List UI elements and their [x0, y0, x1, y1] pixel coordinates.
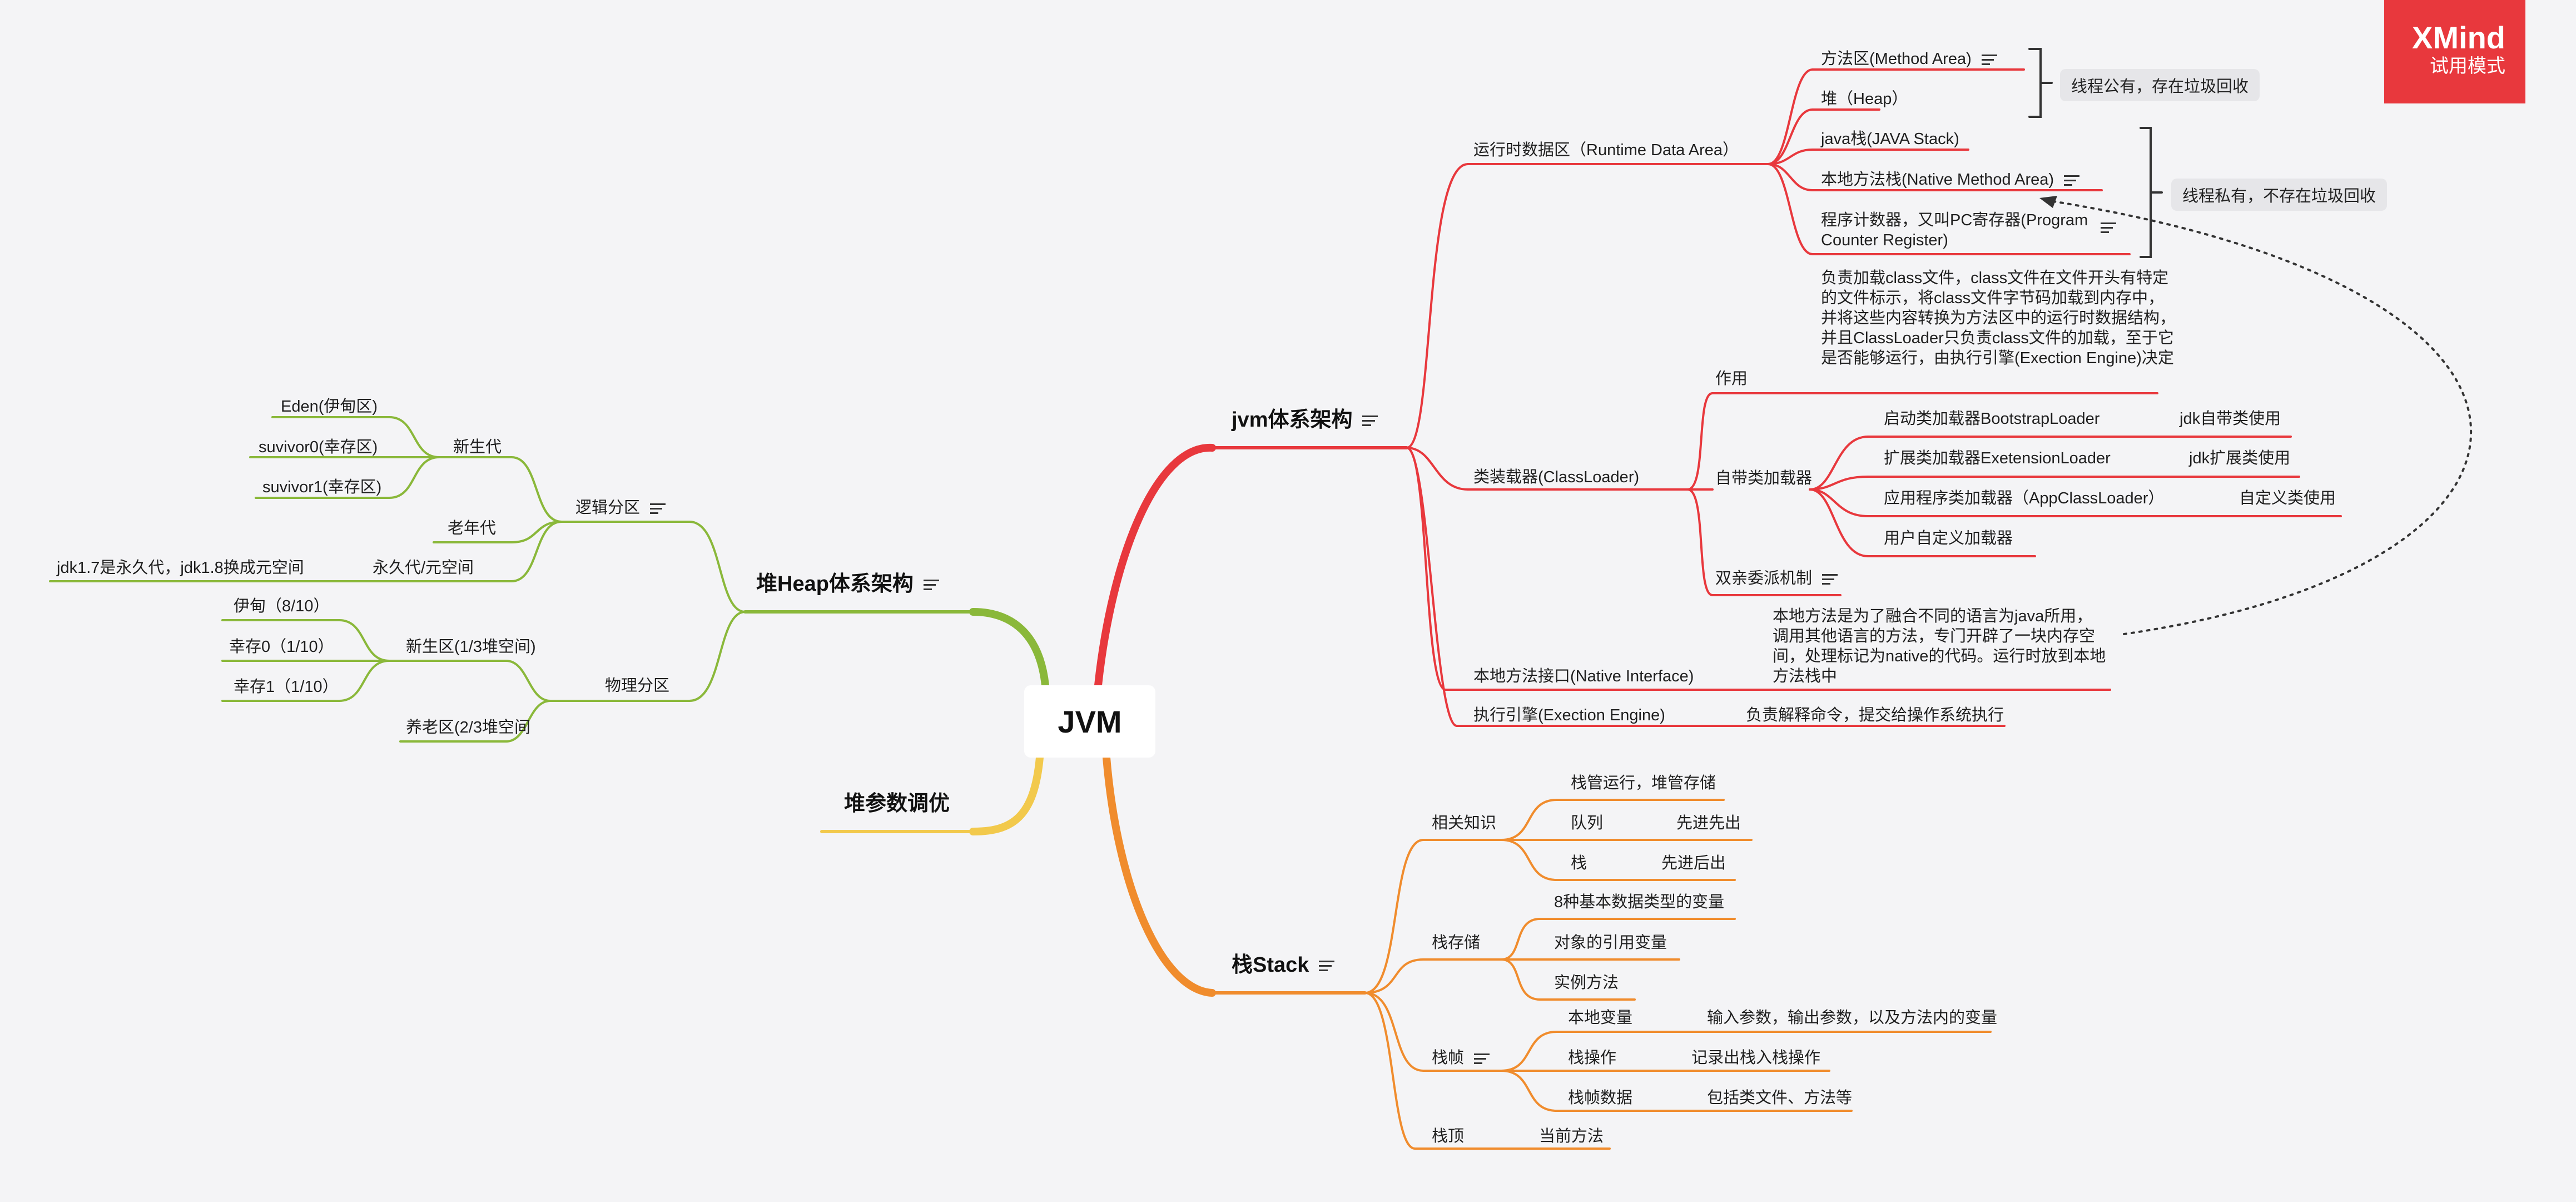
knowledge-item-desc[interactable]: 先进后出: [1661, 854, 1726, 872]
knowledge-item[interactable]: 队列: [1571, 814, 1604, 832]
node-classloader[interactable]: 类装载器(ClassLoader): [1473, 468, 1640, 486]
storage-item[interactable]: 实例方法: [1554, 974, 1619, 992]
frame-item-desc[interactable]: 记录出栈入栈操作: [1691, 1049, 1821, 1067]
execution-engine-text[interactable]: 负责解释命令，提交给操作系统执行: [1746, 706, 2004, 724]
node-stack-storage[interactable]: 栈存储: [1432, 934, 1481, 952]
loader-app-desc[interactable]: 自定义类使用: [2239, 489, 2336, 507]
node-program-counter[interactable]: 程序计数器，又叫PC寄存器(Program Counter Register): [1821, 211, 2088, 249]
node-young-area[interactable]: 新生区(1/3堆空间): [406, 638, 536, 656]
xmind-trial-badge[interactable]: XMind 试用模式: [2384, 0, 2525, 103]
young-gen-item[interactable]: Eden(伊甸区): [281, 398, 378, 415]
note-icon[interactable]: [1822, 571, 1838, 587]
note-icon[interactable]: [2101, 220, 2116, 236]
young-gen-item[interactable]: suvivor1(幸存区): [262, 478, 382, 496]
storage-item[interactable]: 对象的引用变量: [1554, 934, 1667, 952]
node-physical-partition[interactable]: 物理分区: [605, 677, 670, 695]
perm-gen-desc[interactable]: jdk1.7是永久代，jdk1.8换成元空间: [57, 559, 304, 577]
node-builtin-loaders[interactable]: 自带类加载器: [1715, 469, 1813, 487]
note-icon[interactable]: [650, 501, 666, 517]
node-stack-top[interactable]: 栈顶: [1432, 1127, 1465, 1145]
frame-item[interactable]: 栈操作: [1568, 1049, 1617, 1067]
branch-jvm-arch: [1094, 443, 1216, 689]
root-topic[interactable]: JVM: [1024, 685, 1155, 758]
topic-stack[interactable]: 栈Stack: [1232, 953, 1335, 977]
young-area-item[interactable]: 伊甸（8/10）: [234, 597, 330, 615]
young-area-item[interactable]: 幸存1（1/10）: [234, 678, 339, 696]
node-parent-delegation-label: 双亲委派机制: [1715, 570, 1813, 587]
callout-thread-private[interactable]: 线程私有，不存在垃圾回收: [2171, 179, 2388, 211]
frame-item[interactable]: 栈帧数据: [1568, 1089, 1633, 1107]
node-perm-gen[interactable]: 永久代/元空间: [373, 559, 474, 577]
loader-extension[interactable]: 扩展类加载器ExetensionLoader: [1884, 449, 2111, 467]
branch-heap: [969, 608, 1049, 689]
young-gen-item[interactable]: suvivor0(幸存区): [259, 438, 378, 456]
topic-heap[interactable]: 堆Heap体系架构: [756, 572, 939, 596]
node-native-interface[interactable]: 本地方法接口(Native Interface): [1473, 667, 1694, 685]
young-area-item[interactable]: 幸存0（1/10）: [229, 638, 334, 656]
callout-thread-shared[interactable]: 线程公有，存在垃圾回收: [2060, 69, 2260, 101]
topic-jvm-arch-label: jvm体系架构: [1232, 408, 1353, 432]
native-interface-text[interactable]: 本地方法是为了融合不同的语言为java所用，调用其他语言的方法，专门开辟了一块内…: [1773, 607, 2106, 685]
note-icon[interactable]: [923, 577, 939, 593]
xmind-logo: XMind: [2412, 20, 2505, 55]
classloader-role-text[interactable]: 负责加载class文件，class文件在文件开头有特定的文件标示，将class文…: [1821, 269, 2176, 367]
note-icon[interactable]: [1474, 1051, 1490, 1067]
frame-item-desc[interactable]: 包括类文件、方法等: [1707, 1089, 1853, 1107]
topic-heap-tuning[interactable]: 堆参数调优: [844, 792, 950, 815]
branch-tuning: [969, 754, 1044, 835]
loader-bootstrap[interactable]: 启动类加载器BootstrapLoader: [1884, 410, 2100, 428]
loader-extension-desc[interactable]: jdk扩展类使用: [2189, 449, 2291, 467]
node-logical-partition[interactable]: 逻辑分区: [575, 498, 666, 518]
node-method-area[interactable]: 方法区(Method Area): [1821, 49, 1997, 69]
node-young-gen[interactable]: 新生代: [453, 438, 502, 456]
note-icon[interactable]: [1319, 958, 1335, 974]
node-old-area[interactable]: 养老区(2/3堆空间: [406, 719, 530, 736]
node-stack-frame[interactable]: 栈帧: [1432, 1048, 1490, 1068]
topic-jvm-arch[interactable]: jvm体系架构: [1232, 408, 1378, 432]
dotted-relation: [2045, 199, 2473, 635]
knowledge-item[interactable]: 栈管运行，堆管存储: [1571, 774, 1716, 792]
trial-mode-label: 试用模式: [2430, 56, 2505, 77]
node-method-area-label: 方法区(Method Area): [1821, 50, 1972, 68]
topic-heap-label: 堆Heap体系架构: [756, 572, 914, 596]
loader-user-defined[interactable]: 用户自定义加载器: [1884, 530, 2013, 547]
branch-stack: [1103, 754, 1216, 997]
node-classloader-role[interactable]: 作用: [1715, 370, 1748, 388]
knowledge-item[interactable]: 栈: [1571, 854, 1587, 872]
node-old-gen[interactable]: 老年代: [448, 520, 497, 537]
node-logical-partition-label: 逻辑分区: [575, 499, 641, 517]
node-native-method-stack[interactable]: 本地方法栈(Native Method Area): [1821, 170, 2080, 190]
node-java-stack[interactable]: java栈(JAVA Stack): [1821, 130, 1959, 148]
storage-item[interactable]: 8种基本数据类型的变量: [1554, 893, 1725, 911]
node-stack-knowledge[interactable]: 相关知识: [1432, 814, 1497, 832]
stack-top-desc[interactable]: 当前方法: [1539, 1127, 1604, 1145]
knowledge-item-desc[interactable]: 先进先出: [1676, 814, 1741, 832]
note-icon[interactable]: [1362, 413, 1378, 429]
frame-item[interactable]: 本地变量: [1568, 1009, 1633, 1027]
topic-stack-label: 栈Stack: [1232, 953, 1309, 977]
node-native-method-stack-label: 本地方法栈(Native Method Area): [1821, 171, 2054, 189]
node-parent-delegation[interactable]: 双亲委派机制: [1715, 568, 1838, 588]
node-stack-frame-label: 栈帧: [1432, 1049, 1465, 1067]
note-icon[interactable]: [1981, 52, 1997, 68]
node-heap[interactable]: 堆（Heap）: [1821, 90, 1908, 108]
loader-bootstrap-desc[interactable]: jdk自带类使用: [2180, 410, 2281, 428]
frame-item-desc[interactable]: 输入参数，输出参数，以及方法内的变量: [1707, 1009, 1998, 1027]
note-icon[interactable]: [2064, 172, 2080, 189]
loader-app[interactable]: 应用程序类加载器（AppClassLoader）: [1884, 489, 2165, 507]
node-execution-engine[interactable]: 执行引擎(Exection Engine): [1473, 706, 1665, 724]
node-runtime-data-area[interactable]: 运行时数据区（Runtime Data Area）: [1473, 141, 1739, 159]
